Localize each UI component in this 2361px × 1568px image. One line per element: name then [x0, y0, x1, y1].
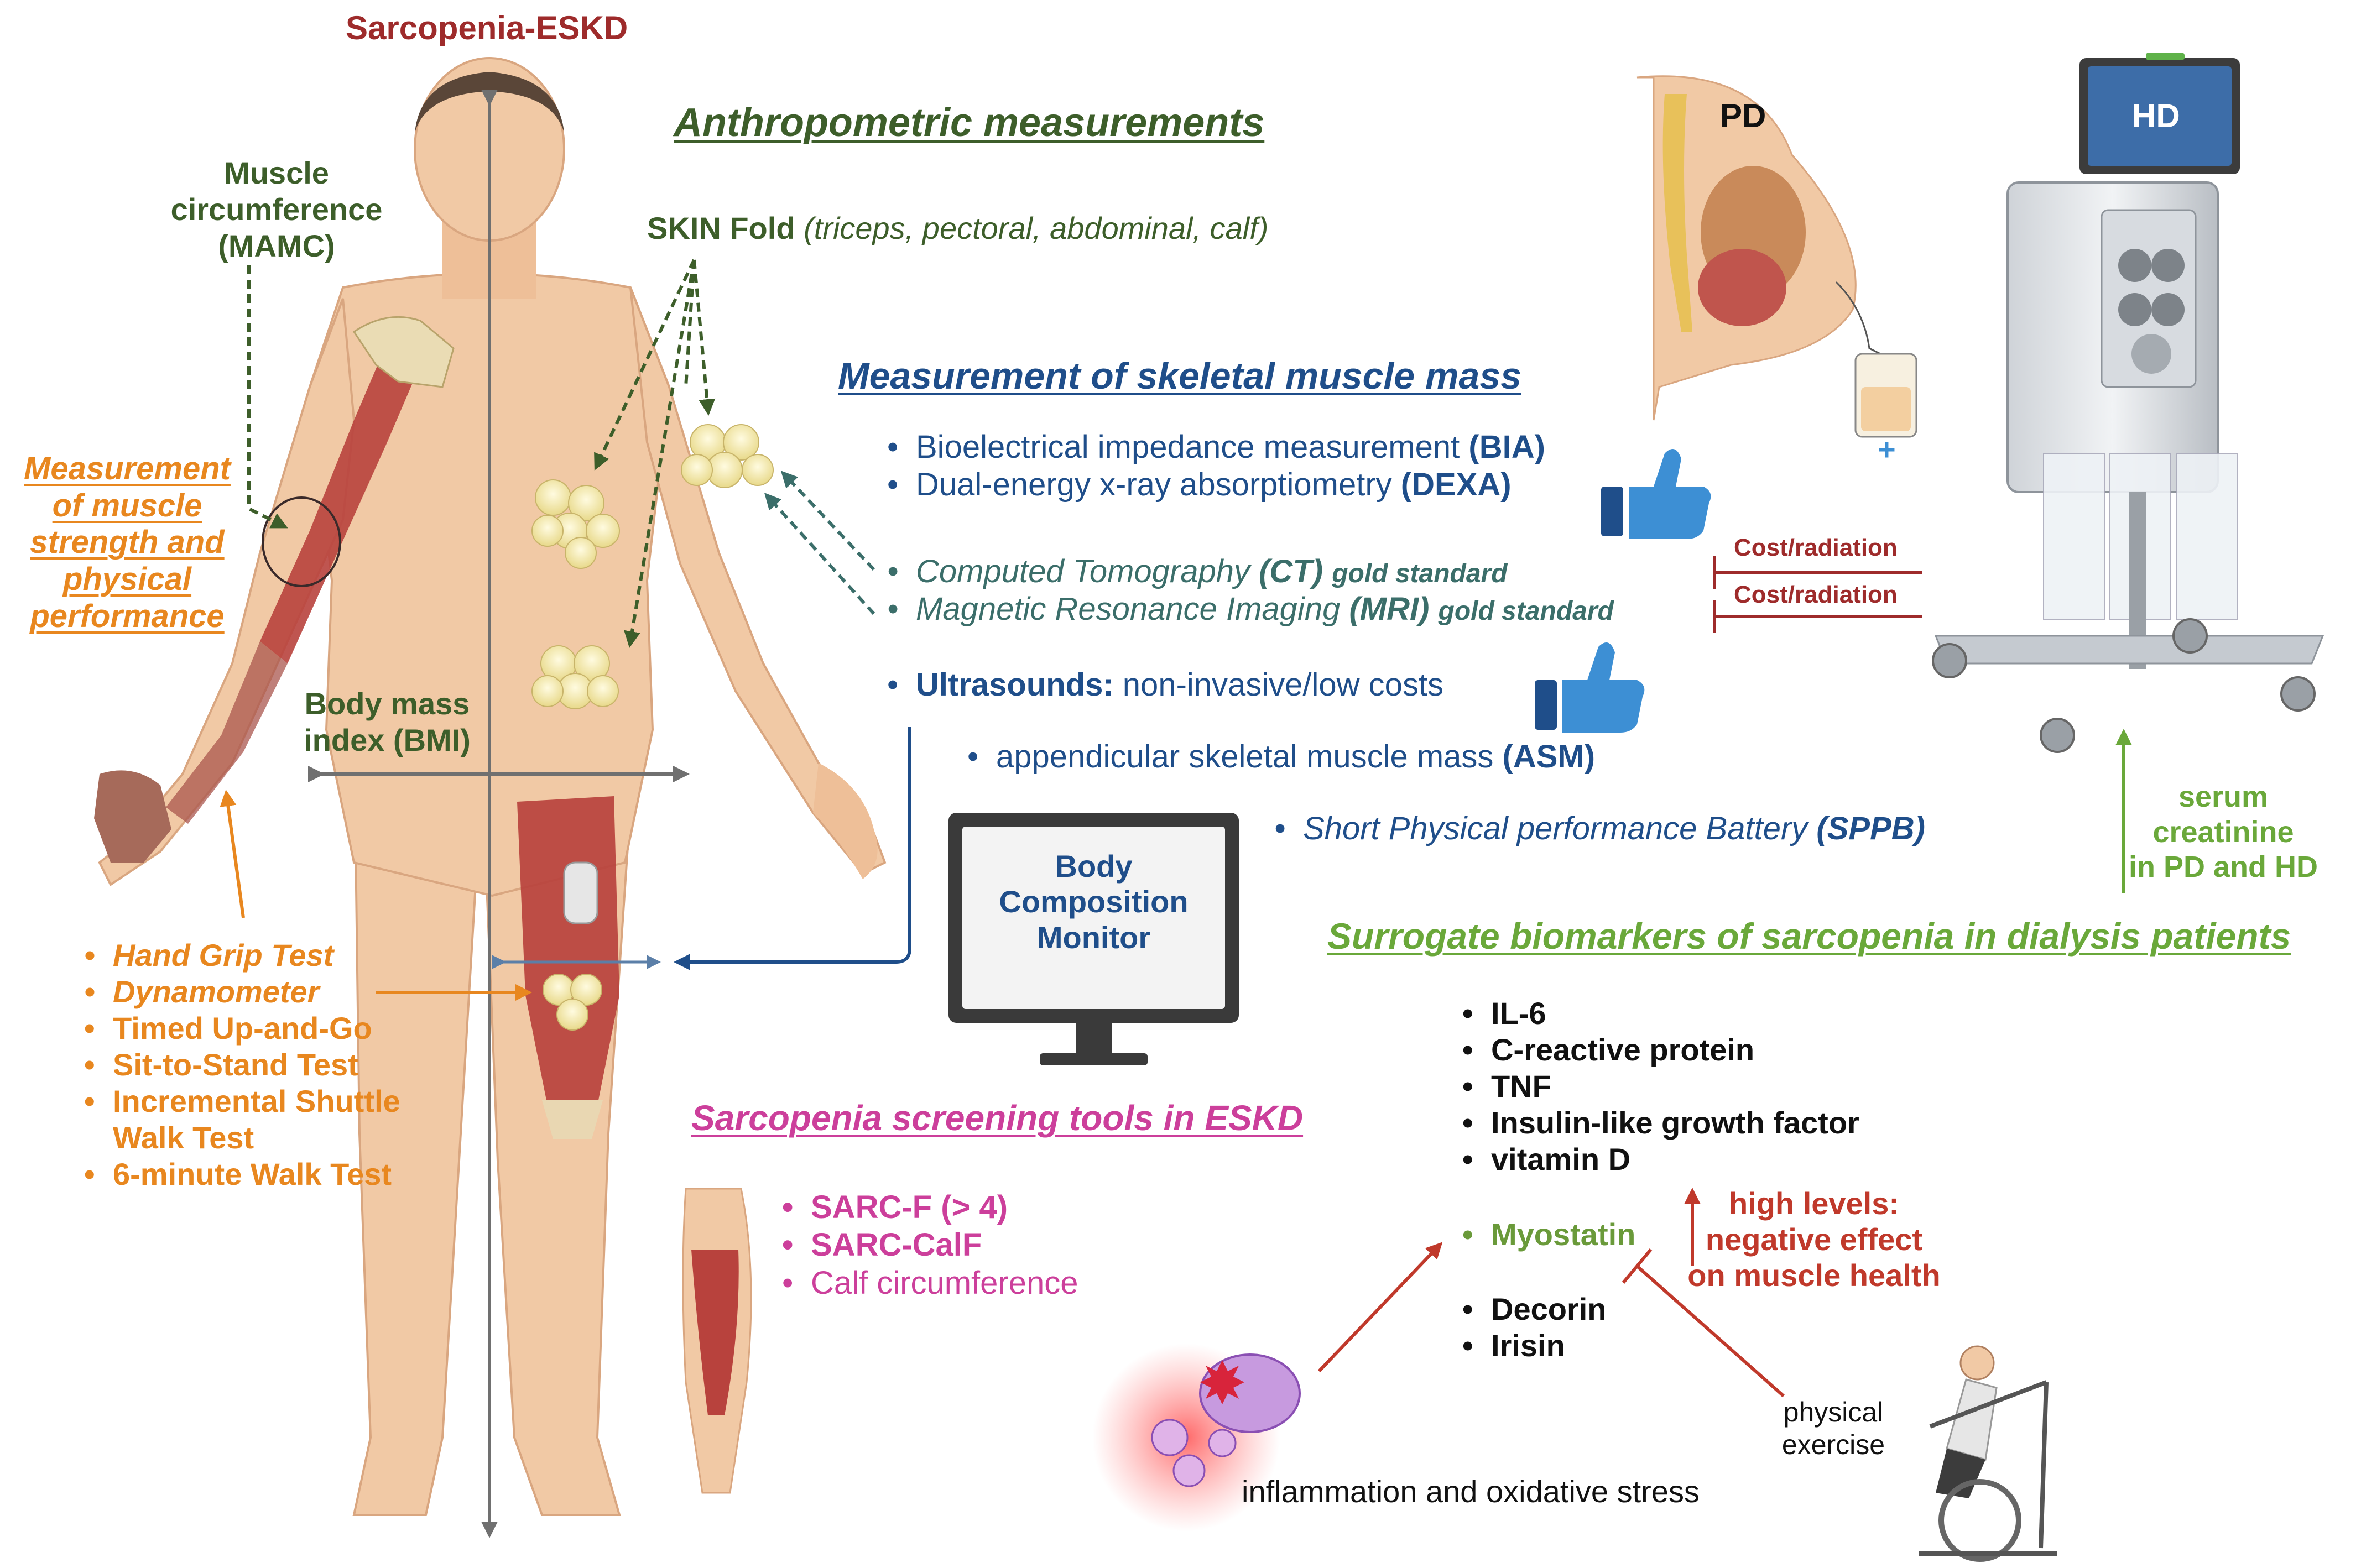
- body-composition-monitor: [948, 813, 1239, 1065]
- skinfold-arrow-2: [624, 259, 696, 648]
- biomarkers-heading: Surrogate biomarkers of sarcopenia in di…: [1327, 916, 2291, 957]
- skin-fold-sites: (triceps, pectoral, abdominal, calf): [804, 211, 1269, 245]
- skeletal-methods-list: Bioelectrical impedance measurement (BIA…: [885, 428, 1545, 504]
- tool-item: Calf circumference: [780, 1264, 1078, 1303]
- mri-arrow: [764, 493, 875, 615]
- test-item: Hand Grip Test: [82, 937, 400, 974]
- mri-item: Magnetic Resonance Imaging (MRI) gold st…: [885, 590, 1614, 629]
- left-hand: [94, 770, 171, 863]
- ct-item: Computed Tomography (CT) gold standard: [885, 553, 1614, 591]
- biomarker-item: C-reactive protein: [1460, 1032, 1859, 1068]
- biomarker-item: Decorin: [1460, 1291, 1607, 1327]
- calf-illustration: [682, 1188, 752, 1494]
- anthropometric-heading: Anthropometric measurements: [674, 101, 1265, 145]
- muscle-circumference-ring: [262, 496, 341, 587]
- hd-label: HD: [2132, 97, 2180, 134]
- biomarker-item: IL-6: [1460, 995, 1859, 1032]
- inflammation-cells: [1092, 1344, 1301, 1532]
- pd-label: PD: [1720, 97, 1766, 134]
- hair: [415, 72, 564, 133]
- cost-radiation-label-2: Cost/radiation: [1734, 581, 1898, 608]
- bia-item: Bioelectrical impedance measurement (BIA…: [885, 428, 1545, 467]
- mamc-arrow: [247, 265, 288, 529]
- asm-item: appendicular skeletal muscle mass (ASM): [965, 738, 1595, 776]
- biomarkers-list-1: IL-6 C-reactive protein TNF Insulin-like…: [1460, 995, 1859, 1178]
- thumbs-up-icon-2: [1535, 642, 1645, 733]
- fat-cluster-thigh: [543, 974, 602, 1031]
- biomarker-item: TNF: [1460, 1068, 1859, 1105]
- dexa-item: Dual-energy x-ray absorptiometry (DEXA): [885, 466, 1545, 504]
- ultrasound-item: Ultrasounds: non-invasive/low costs: [885, 666, 1443, 704]
- inflammation-label: inflammation and oxidative stress: [1242, 1474, 1700, 1509]
- test-item: Timed Up-and-Go: [82, 1010, 400, 1047]
- exercise-inhibit: [1622, 1248, 1785, 1398]
- high-levels-note: high levels: negative effect on muscle h…: [1687, 1186, 1941, 1293]
- biomarker-item: Insulin-like growth factor: [1460, 1105, 1859, 1141]
- ultrasound-probe: [563, 861, 598, 924]
- ultrasound-arrow: [674, 727, 911, 970]
- imaging-methods-list: Computed Tomography (CT) gold standard M…: [885, 553, 1614, 629]
- test-item: 6-minute Walk Test: [82, 1156, 400, 1193]
- arrows: [220, 259, 2132, 1398]
- cost-radiation-label-1: Cost/radiation: [1734, 534, 1898, 561]
- strength-heading: Measurement of muscle strength and physi…: [24, 451, 231, 634]
- serum-creatinine-label: serum creatinine in PD and HD: [2128, 780, 2318, 884]
- monitor-label: Body Composition Monitor: [999, 849, 1189, 955]
- mri-cost-inhibit: [1713, 600, 1922, 633]
- fat-cluster-pectoral: [531, 479, 620, 569]
- right-hand: [813, 763, 878, 879]
- ultrasound-list: Ultrasounds: non-invasive/low costs: [885, 666, 1443, 704]
- test-item: Sit-to-Stand Test: [82, 1047, 400, 1083]
- pd-illustration: [1636, 75, 1917, 438]
- skin-fold-label: SKIN Fold: [647, 211, 795, 245]
- grip-arrow: [220, 790, 245, 918]
- human-body-figure: [94, 57, 887, 1538]
- sppb-list: Short Physical performance Battery (SPPB…: [1272, 810, 1925, 848]
- test-item: Incremental Shuttle: [82, 1083, 400, 1120]
- myostatin-item: Myostatin: [1460, 1216, 1635, 1253]
- thumbs-up-icon-1: [1601, 449, 1711, 539]
- ct-cost-inhibit: [1713, 556, 1922, 589]
- ct-arrow: [780, 471, 875, 571]
- myostatin-list: Myostatin: [1460, 1216, 1635, 1253]
- arm-muscle: [260, 343, 420, 663]
- forearm-muscle: [166, 641, 288, 824]
- exercise-bike-person: [1919, 1345, 2057, 1562]
- pd-bag-plus: +: [1878, 432, 1896, 467]
- sppb-item: Short Physical performance Battery (SPPB…: [1272, 810, 1925, 848]
- biomarkers-list-2: Decorin Irisin: [1460, 1291, 1607, 1364]
- inflammation-arrow: [1317, 1242, 1443, 1373]
- test-item-continuation: Walk Test: [113, 1120, 254, 1156]
- skinfold-arrow-4: [684, 259, 696, 388]
- fat-cluster-abdominal: [531, 645, 619, 709]
- skinfold-arrow-1: [594, 259, 696, 471]
- skinfold-arrow-3: [692, 259, 716, 416]
- muscle-circumference-label: Muscle circumference (MAMC): [170, 155, 383, 264]
- strength-tests-list: Hand Grip Test Dynamometer Timed Up-and-…: [82, 937, 400, 1193]
- knee: [542, 1100, 603, 1139]
- physical-exercise-label: physical exercise: [1781, 1397, 1885, 1460]
- hd-machine: [1932, 53, 2324, 753]
- biomarker-item: vitamin D: [1460, 1141, 1859, 1178]
- shoulder-bones: [352, 316, 455, 388]
- screening-tools-list: SARC-F (> 4) SARC-CalF Calf circumferenc…: [780, 1189, 1078, 1303]
- skin-fold-line: SKIN Fold (triceps, pectoral, abdominal,…: [647, 210, 1268, 247]
- screening-heading: Sarcopenia screening tools in ESKD: [691, 1098, 1304, 1138]
- asm-list: appendicular skeletal muscle mass (ASM): [965, 738, 1595, 776]
- diagram-title: Sarcopenia-ESKD: [346, 9, 628, 46]
- test-item: Dynamometer: [82, 974, 400, 1010]
- fat-cluster-triceps: [681, 424, 774, 488]
- tool-item: SARC-F (> 4): [780, 1189, 1078, 1227]
- skeletal-heading: Measurement of skeletal muscle mass: [838, 355, 1521, 397]
- biomarker-item: Irisin: [1460, 1327, 1607, 1364]
- bmi-label: Body mass index (BMI): [304, 686, 471, 758]
- tool-item: SARC-CalF: [780, 1226, 1078, 1264]
